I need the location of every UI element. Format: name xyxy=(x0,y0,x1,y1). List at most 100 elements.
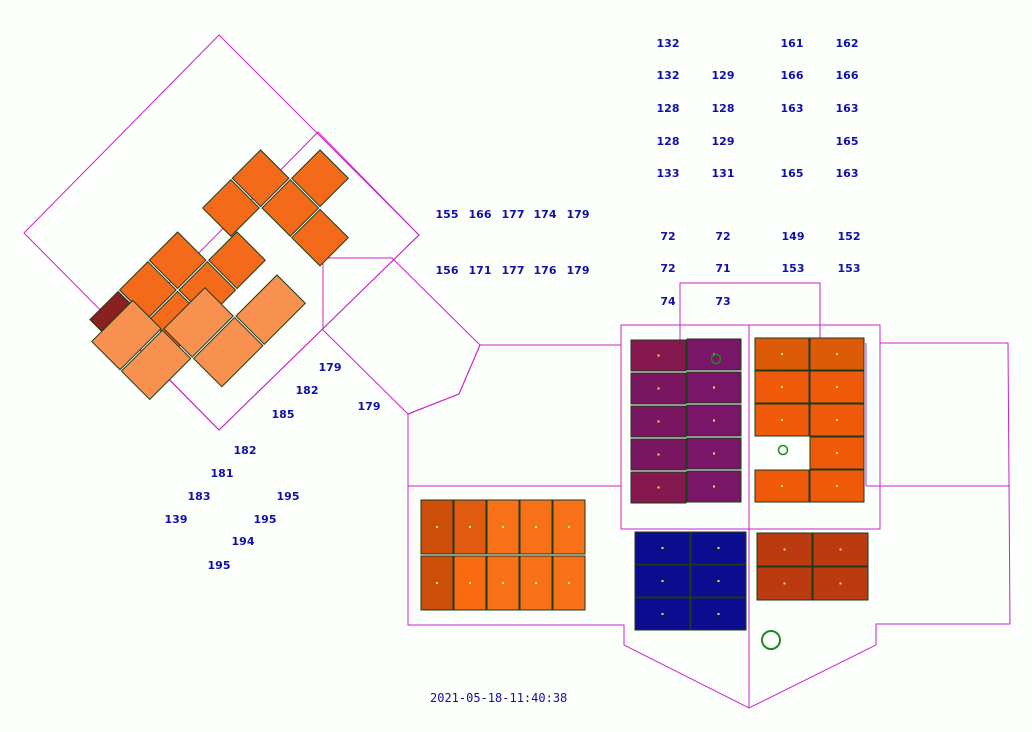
height-label: 156 xyxy=(436,264,459,277)
array-navy xyxy=(634,531,747,631)
height-label: 174 xyxy=(534,208,557,221)
panel xyxy=(201,178,260,237)
panel-marker xyxy=(839,582,842,585)
height-label: 182 xyxy=(296,384,319,397)
panel xyxy=(192,316,264,388)
site-outlines xyxy=(23,34,1011,709)
panel-marker xyxy=(836,419,838,421)
array-right-orange xyxy=(754,337,865,503)
height-label: 155 xyxy=(436,208,459,221)
height-label: 183 xyxy=(188,490,211,503)
height-label: 195 xyxy=(277,490,300,503)
height-label: 181 xyxy=(211,467,234,480)
panel-marker xyxy=(836,452,838,454)
panel xyxy=(148,231,207,290)
panel xyxy=(231,149,290,208)
height-label: 163 xyxy=(781,102,804,115)
panel xyxy=(809,337,865,371)
panel-marker xyxy=(568,526,570,528)
height-label: 177 xyxy=(502,264,525,277)
panel-marker xyxy=(535,582,537,584)
panel xyxy=(291,149,349,208)
height-label: 165 xyxy=(836,135,859,148)
height-label: 74 xyxy=(660,295,676,308)
panel-marker xyxy=(717,547,720,549)
panel-marker xyxy=(657,387,660,390)
height-label: 152 xyxy=(838,230,861,243)
panel-marker xyxy=(661,580,664,582)
inner-block-outline xyxy=(620,324,881,530)
panel xyxy=(690,564,747,598)
panel xyxy=(261,178,320,237)
panel-marker xyxy=(661,547,664,549)
height-label: 128 xyxy=(657,135,680,148)
height-label: 153 xyxy=(782,262,805,275)
height-label: 194 xyxy=(232,535,255,548)
array-bottom-left xyxy=(420,499,586,611)
height-label: 153 xyxy=(838,262,861,275)
panel xyxy=(519,555,553,611)
panel xyxy=(686,470,742,503)
panel xyxy=(163,287,234,358)
height-label: 129 xyxy=(712,135,735,148)
height-label: 166 xyxy=(469,208,492,221)
height-label: 179 xyxy=(358,400,381,413)
height-label: 72 xyxy=(660,262,675,275)
panel-marker xyxy=(836,386,838,388)
height-label: 139 xyxy=(165,513,188,526)
panel xyxy=(120,329,192,401)
panel-marker xyxy=(783,548,786,551)
panel-marker xyxy=(781,353,783,355)
height-label: 163 xyxy=(836,102,859,115)
top-notch-outline xyxy=(679,282,821,340)
panel-marker xyxy=(502,582,504,584)
panel-marker xyxy=(436,582,438,584)
panel xyxy=(291,208,349,267)
panel-marker xyxy=(657,354,660,357)
tree-icon xyxy=(710,353,722,365)
height-label: 166 xyxy=(836,69,859,82)
height-label: 133 xyxy=(657,167,680,180)
panel xyxy=(686,404,742,437)
height-label: 73 xyxy=(715,295,730,308)
panel-marker xyxy=(717,613,720,615)
height-label: 128 xyxy=(657,102,680,115)
left-roof-panels xyxy=(89,149,349,401)
panel-marker xyxy=(568,582,570,584)
height-label: 179 xyxy=(567,264,590,277)
array-rust xyxy=(756,532,869,601)
panel-marker xyxy=(836,485,838,487)
connector-outline xyxy=(322,257,481,415)
array-purple xyxy=(630,338,742,504)
height-label: 182 xyxy=(234,444,257,457)
height-label: 132 xyxy=(657,69,680,82)
height-label: 129 xyxy=(712,69,735,82)
height-label: 72 xyxy=(660,230,675,243)
height-label: 179 xyxy=(567,208,590,221)
height-label: 72 xyxy=(715,230,730,243)
timestamp: 2021-05-18-11:40:38 xyxy=(430,691,567,705)
panel-marker xyxy=(657,486,660,489)
height-label: 195 xyxy=(254,513,277,526)
height-label: 71 xyxy=(715,262,730,275)
panel-marker xyxy=(783,582,786,585)
height-label: 161 xyxy=(781,37,804,50)
height-label: 128 xyxy=(712,102,735,115)
height-label: 162 xyxy=(836,37,859,50)
height-label: 149 xyxy=(782,230,805,243)
panel xyxy=(235,274,306,346)
panel-marker xyxy=(713,419,715,422)
panel xyxy=(690,597,747,631)
panel-marker xyxy=(839,548,842,551)
panel-marker xyxy=(436,526,438,528)
panel-marker xyxy=(713,386,715,389)
height-label: 165 xyxy=(781,167,804,180)
panel-marker xyxy=(657,420,660,423)
height-label: 185 xyxy=(272,408,295,421)
height-label: 171 xyxy=(469,264,492,277)
panel-marker xyxy=(713,485,715,488)
height-label: 166 xyxy=(781,69,804,82)
panel xyxy=(552,555,586,611)
panel-marker xyxy=(717,580,720,582)
